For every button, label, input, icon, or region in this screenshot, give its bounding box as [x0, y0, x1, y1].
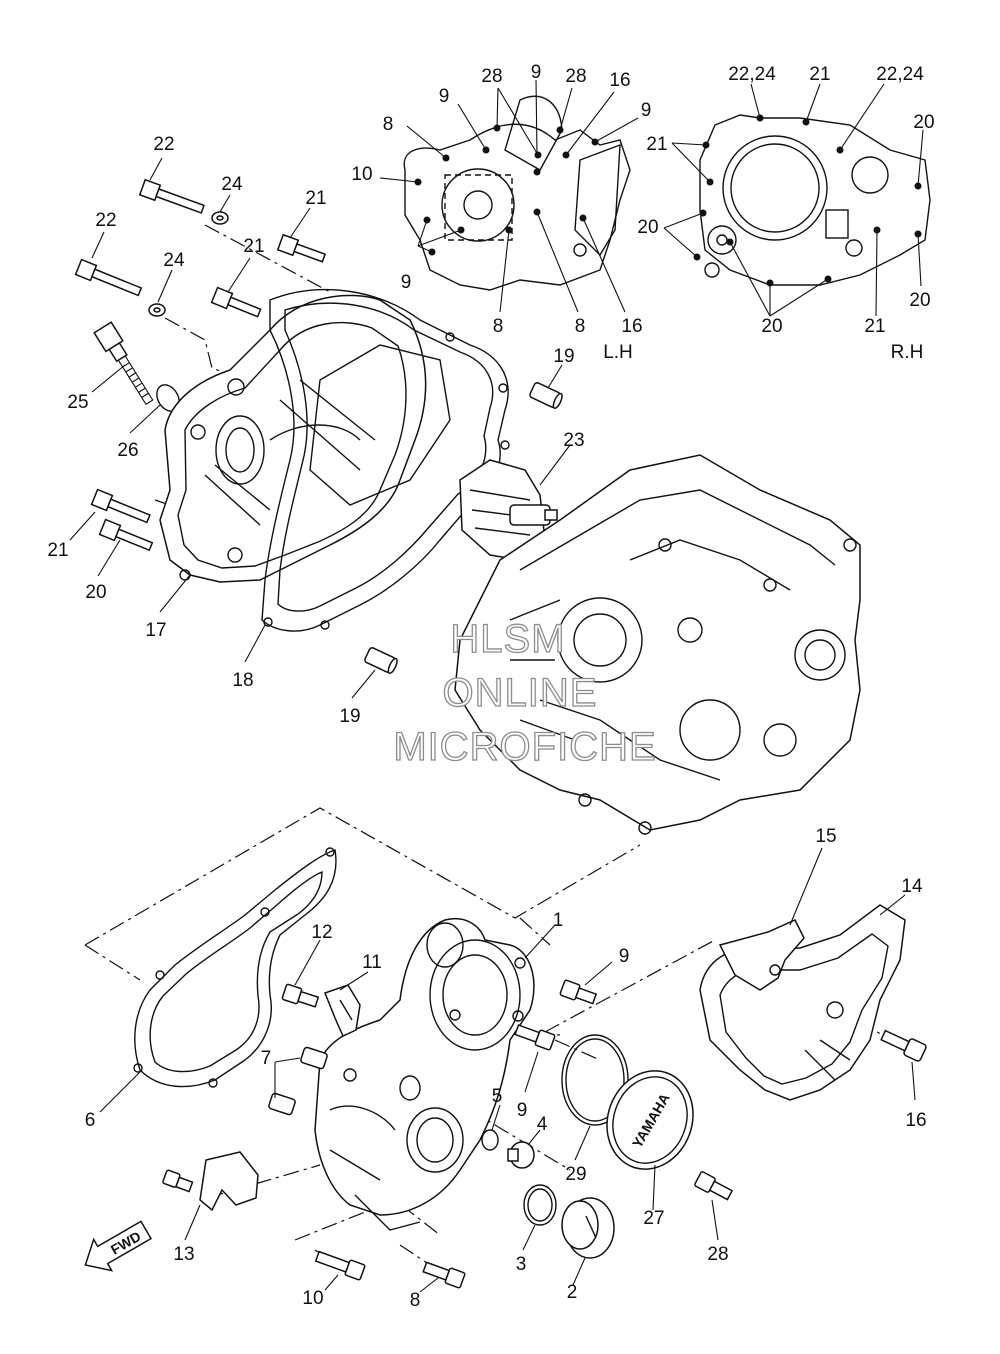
- rh-bolt-map: [663, 83, 931, 317]
- label-21: 21: [646, 134, 667, 155]
- label-1: 1: [553, 910, 564, 931]
- label-2: 2: [567, 1282, 578, 1303]
- label-19: 19: [553, 346, 574, 367]
- label-28: 28: [565, 66, 586, 87]
- label-22: 22: [153, 134, 174, 155]
- label-26: 26: [117, 440, 138, 461]
- label-28: 28: [707, 1244, 728, 1265]
- label-16: 16: [609, 70, 630, 91]
- label-20: 20: [637, 217, 658, 238]
- label-22: 22: [95, 210, 116, 231]
- side-label-left: L.H: [603, 342, 633, 363]
- label-21: 21: [305, 188, 326, 209]
- label-5: 5: [492, 1086, 503, 1107]
- label-16: 16: [621, 316, 642, 337]
- crankcase-body: [454, 454, 861, 835]
- label-10: 10: [351, 164, 372, 185]
- watermark-line-3: MICROFICHE: [393, 725, 656, 769]
- part-number-labels: 28 9 28 16 9 9 8 10 9 8 8 16 L.H 22,24 2…: [47, 62, 934, 1311]
- label-19: 19: [339, 706, 360, 727]
- right-crankcase-cover: [314, 918, 535, 1231]
- label-21: 21: [47, 540, 68, 561]
- right-cover-gasket: [133, 847, 337, 1088]
- watermark-line-1: HLSM: [450, 617, 565, 661]
- label-3: 3: [516, 1254, 527, 1275]
- dowel-pins: [364, 382, 563, 675]
- label-24: 24: [221, 174, 243, 195]
- label-6: 6: [85, 1110, 96, 1131]
- label-12: 12: [311, 922, 332, 943]
- label-9: 9: [439, 86, 450, 107]
- label-29: 29: [565, 1164, 586, 1185]
- label-9: 9: [619, 946, 630, 967]
- callout-leaders: [69, 157, 916, 1293]
- label-13: 13: [173, 1244, 194, 1265]
- label-21: 21: [243, 236, 264, 257]
- label-23: 23: [563, 430, 584, 451]
- label-9: 9: [401, 272, 412, 293]
- sensor-unit: [459, 459, 558, 561]
- fwd-arrow: FWD: [84, 1220, 153, 1272]
- label-20: 20: [909, 290, 930, 311]
- side-label-right: R.H: [891, 342, 924, 363]
- label-9: 9: [531, 62, 542, 83]
- label-20: 20: [913, 112, 934, 133]
- label-8: 8: [410, 1290, 421, 1311]
- watermark: HLSM ONLINE MICROFICHE: [393, 616, 657, 769]
- label-9: 9: [517, 1100, 528, 1121]
- label-17: 17: [145, 620, 166, 641]
- label-22-24: 22,24: [728, 64, 776, 85]
- label-20: 20: [761, 316, 782, 337]
- label-18: 18: [232, 670, 253, 691]
- label-9: 9: [641, 100, 652, 121]
- label-22-24: 22,24: [876, 64, 924, 85]
- label-25: 25: [67, 392, 88, 413]
- label-28: 28: [481, 66, 502, 87]
- left-cover-gasket: [261, 288, 510, 632]
- label-8: 8: [493, 316, 504, 337]
- label-4: 4: [537, 1114, 548, 1135]
- label-20: 20: [85, 582, 106, 603]
- label-7: 7: [261, 1048, 272, 1069]
- label-21: 21: [864, 316, 885, 337]
- label-27: 27: [643, 1208, 664, 1229]
- label-16: 16: [905, 1110, 926, 1131]
- label-8: 8: [575, 316, 586, 337]
- label-11: 11: [362, 952, 382, 973]
- label-14: 14: [901, 876, 923, 897]
- sprocket-cover: [699, 904, 906, 1101]
- lower-small-parts: YAMAHA: [162, 979, 927, 1289]
- label-8: 8: [383, 114, 394, 135]
- label-21: 21: [809, 64, 830, 85]
- watermark-line-2: ONLINE: [443, 671, 598, 715]
- label-15: 15: [815, 826, 836, 847]
- label-24: 24: [163, 250, 185, 271]
- lh-bolt-map: [379, 79, 639, 313]
- label-10: 10: [302, 1288, 323, 1309]
